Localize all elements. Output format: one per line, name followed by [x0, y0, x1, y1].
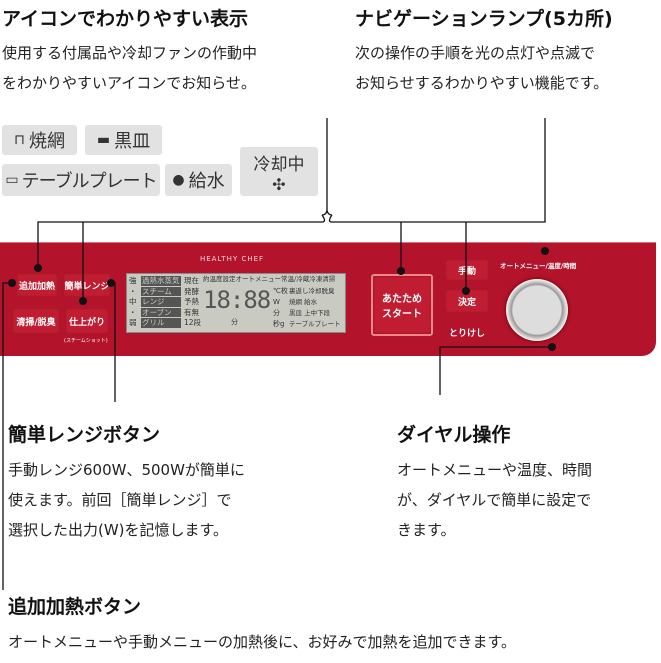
- lcd-text: 裏返し冷却脱臭: [289, 287, 335, 295]
- desc-easy-range: 手動レンジ600W、500Wが簡単に 使えます。前回［簡単レンジ］で 選択した出…: [8, 455, 245, 545]
- heading-icon-display: アイコンでわかりやすい表示: [2, 8, 249, 30]
- desc-line: 使えます。前回［簡単レンジ］で: [8, 491, 232, 509]
- lcd-text: 有無: [184, 307, 199, 317]
- desc-dial: オートメニューや温度、時間 が、ダイヤルで簡単に設定で きます。: [397, 455, 592, 545]
- tag-label: 冷却中: [253, 154, 305, 175]
- lcd-top: 約温度設定オートメニュー常温/冷蔵冷凍清掃: [203, 275, 336, 283]
- lcd-text: 過熱水蒸気: [141, 276, 181, 286]
- tag-grill: ⊓焼網: [2, 125, 77, 155]
- tray-icon: ▬: [96, 132, 111, 148]
- tag-label: 黒皿: [114, 131, 151, 152]
- lcd-text: 弱: [129, 318, 137, 327]
- tag-label: 給水: [188, 171, 225, 192]
- plate-icon: ▭: [5, 172, 18, 188]
- grill-icon: ⊓: [14, 132, 25, 148]
- lcd-text: 発酵: [184, 286, 199, 296]
- desc-line: 使用する付属品や冷却ファンの作動中: [2, 44, 258, 62]
- desc-nav-lamp: 次の操作の手順を光の点灯や点滅で お知らせするわかりやすい機能です。: [355, 38, 608, 98]
- heading-nav-lamp: ナビゲーションランプ(5カ所): [355, 8, 613, 30]
- desc-line: 選択した出力(W)を記憶します。: [8, 521, 229, 539]
- heading-easy-range: 簡単レンジボタン: [8, 424, 161, 446]
- manual-button[interactable]: 手動: [445, 259, 489, 281]
- lcd-text: 分: [273, 309, 280, 317]
- lcd-text: 12段: [184, 318, 202, 327]
- lcd-text: 秒g: [273, 320, 285, 328]
- lcd-text: ・: [129, 307, 137, 317]
- tag-cooling: 冷却中✣: [240, 147, 318, 196]
- desc-line: きます。: [397, 521, 456, 539]
- lcd-text: 現在: [184, 276, 199, 285]
- lcd-text: 予熱: [184, 297, 199, 306]
- brand-logo: HEALTHY CHEF: [200, 255, 265, 263]
- lcd-text: テーブルプレート: [289, 320, 341, 328]
- start-label: あたため: [382, 294, 422, 305]
- heading-dial: ダイヤル操作: [397, 424, 511, 446]
- lcd-digits: 18:88: [203, 286, 271, 314]
- desc-line: 手動レンジ600W、500Wが簡単に: [8, 461, 245, 479]
- desc-line: 次の操作の手順を光の点灯や点滅で: [355, 44, 596, 62]
- desc-extra-heat: オートメニューや手動メニューの加熱後に、お好みで加熱を追加できます。: [8, 633, 517, 651]
- lcd-text: 強: [129, 276, 137, 285]
- heading-extra-heat: 追加加熱ボタン: [8, 596, 142, 618]
- finish-button[interactable]: 仕上がり: [65, 308, 109, 334]
- control-panel: HEALTHY CHEF 追加加熱 簡単レンジ 清掃/脱臭 仕上がり (スチーム…: [0, 242, 656, 356]
- lcd-text: W: [273, 298, 280, 306]
- easy-range-button[interactable]: 簡単レンジ: [63, 273, 111, 297]
- lcd-power: 強・中・弱: [129, 276, 137, 329]
- steam-shot-label: (スチームショット): [64, 338, 108, 344]
- tag-label: テーブルプレート: [21, 171, 158, 192]
- clean-deodorize-button[interactable]: 清掃/脱臭: [12, 308, 60, 334]
- lcd-text: レンジ: [141, 297, 181, 307]
- fan-icon: ✣: [272, 174, 286, 194]
- tag-water: ●給水: [165, 164, 232, 196]
- cancel-button[interactable]: とりけし: [448, 328, 485, 339]
- control-dial[interactable]: [506, 279, 568, 341]
- start-label: スタート: [382, 309, 422, 320]
- confirm-button[interactable]: 決定: [445, 289, 489, 313]
- desc-line: オートメニューや温度、時間: [397, 461, 593, 479]
- water-drop-icon: ●: [172, 172, 185, 188]
- lcd-min: 分: [231, 318, 238, 326]
- tag-black-tray: ▬黒皿: [85, 125, 162, 155]
- tag-table-plate: ▭テーブルプレート: [2, 164, 160, 196]
- lcd-text: ℃枚: [273, 287, 288, 295]
- lcd-text: オーブン: [141, 307, 181, 317]
- lcd-text: 黒皿 上中下段: [289, 309, 331, 317]
- dial-label: オートメニュー/温度/時間: [500, 262, 577, 270]
- desc-line: お知らせするわかりやすい機能です。: [355, 74, 609, 92]
- desc-line: をわかりやすいアイコンでお知らせ。: [2, 74, 256, 92]
- lcd-text: 中: [129, 297, 137, 306]
- lcd-text: スチーム: [141, 286, 181, 296]
- heat-start-button[interactable]: あたためスタート: [371, 274, 433, 336]
- desc-line: が、ダイヤルで簡単に設定で: [397, 491, 592, 509]
- lcd-text: ・: [129, 286, 137, 296]
- lcd-modes: 過熱水蒸気スチームレンジオーブングリル: [141, 276, 181, 328]
- tag-label: 焼網: [28, 131, 65, 152]
- lcd-text: 焼網 給水: [289, 298, 318, 306]
- lcd-text: グリル: [141, 318, 181, 328]
- lcd-right: 裏返し冷却脱臭焼網 給水黒皿 上中下段テーブルプレート: [289, 286, 341, 330]
- desc-icon-display: 使用する付属品や冷却ファンの作動中 をわかりやすいアイコンでお知らせ。: [2, 38, 257, 98]
- extra-heat-button[interactable]: 追加加熱: [16, 273, 58, 297]
